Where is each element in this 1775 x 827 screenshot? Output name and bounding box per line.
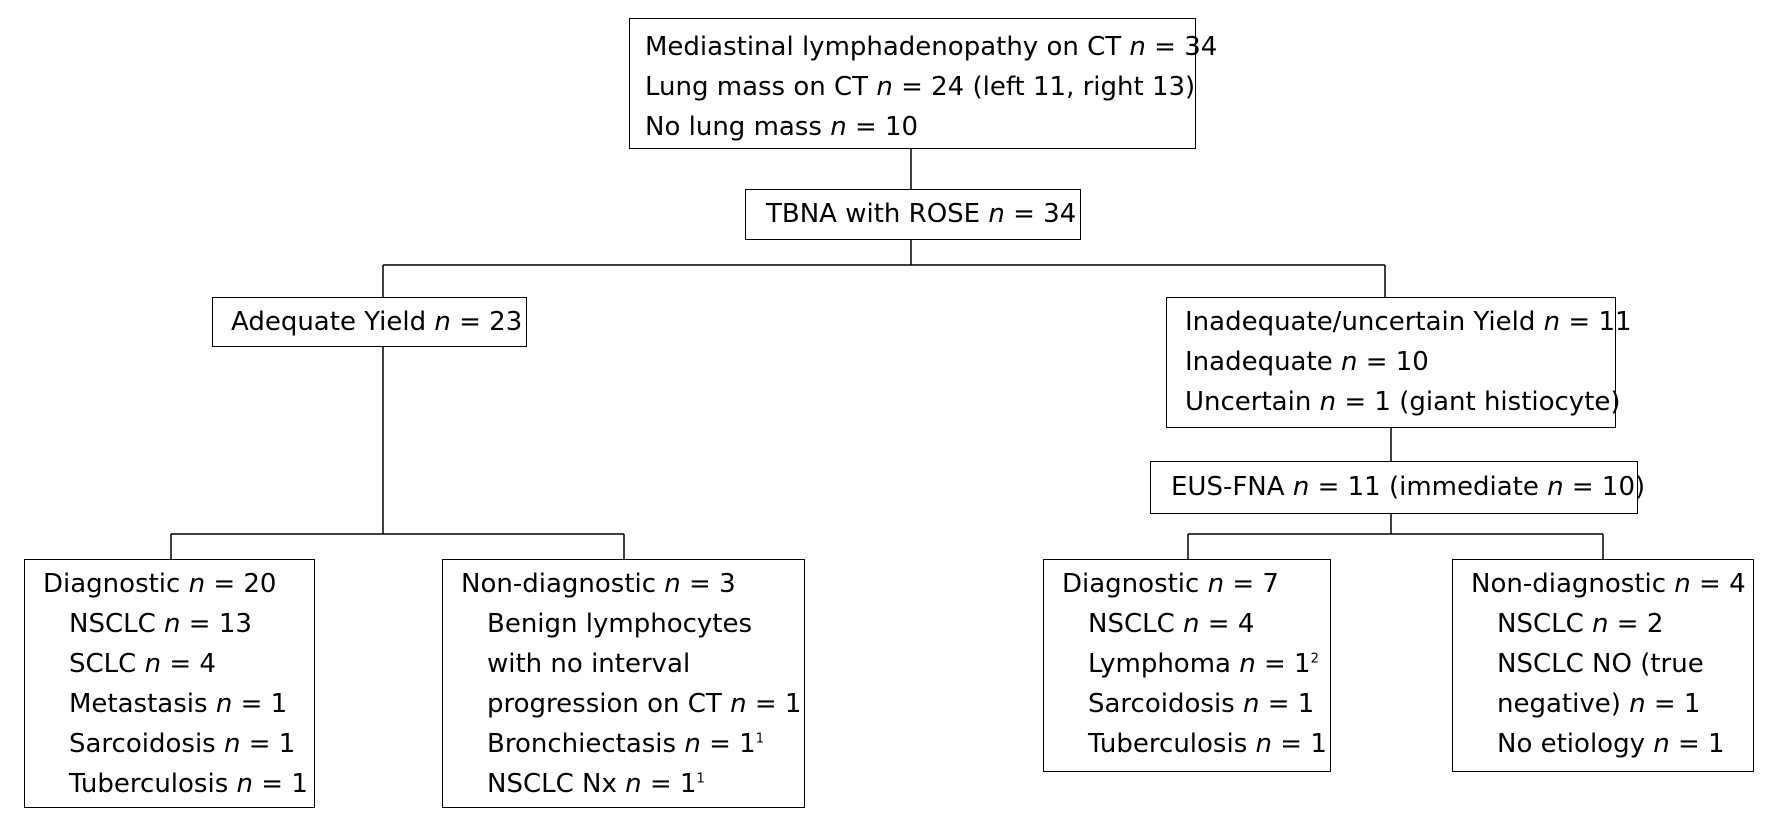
non-diagnostic-right-box: Non-diagnostic n = 4 NSCLC n = 2 NSCLC N… [1452, 559, 1754, 772]
uncertain-line: Uncertain n = 1 (giant histiocyte) [1185, 387, 1621, 417]
ct-lymphadenopathy-line: Mediastinal lymphadenopathy on CT n = 34 [645, 32, 1218, 62]
non-diagnostic-left-title: Non-diagnostic n = 3 [461, 569, 736, 599]
diagnostic-right-box: Diagnostic n = 7 NSCLC n = 4 Lymphoma n … [1043, 559, 1331, 772]
list-item: NSCLC n = 4 [1088, 609, 1255, 639]
tbna-rose-box: TBNA with ROSE n = 34 [745, 189, 1081, 240]
list-item: Bronchiectasis n = 11 [487, 729, 764, 759]
adequate-yield-box: Adequate Yield n = 23 [212, 297, 527, 347]
list-item: Benign lymphocytes [487, 609, 753, 639]
list-item: SCLC n = 4 [69, 649, 216, 679]
diagnostic-left-title: Diagnostic n = 20 [43, 569, 277, 599]
footnote-marker: 1 [696, 771, 705, 787]
list-item: Sarcoidosis n = 1 [69, 729, 296, 759]
list-item: negative) n = 1 [1497, 689, 1701, 719]
eus-fna-box: EUS-FNA n = 11 (immediate n = 10) [1150, 461, 1645, 514]
non-diagnostic-left-box: Non-diagnostic n = 3 Benign lymphocytes … [442, 559, 805, 808]
list-item: Tuberculosis n = 1 [69, 769, 308, 799]
list-item: NSCLC Nx n = 11 [487, 769, 705, 799]
list-item: NSCLC n = 2 [1497, 609, 1664, 639]
ct-lung-mass-line: Lung mass on CT n = 24 (left 11, right 1… [645, 72, 1196, 102]
list-item: Sarcoidosis n = 1 [1088, 689, 1315, 719]
ct-no-lung-mass-line: No lung mass n = 10 [645, 112, 919, 142]
list-item: progression on CT n = 1 [487, 689, 802, 719]
non-diagnostic-right-title: Non-diagnostic n = 4 [1471, 569, 1746, 599]
list-item: NSCLC NO (true [1497, 649, 1704, 679]
list-item: Lymphoma n = 12 [1088, 649, 1319, 679]
diagnostic-right-title: Diagnostic n = 7 [1062, 569, 1279, 599]
footnote-marker: 1 [755, 731, 764, 747]
inadequate-uncertain-line: Inadequate/uncertain Yield n = 11 [1185, 307, 1632, 337]
list-item: Tuberculosis n = 1 [1088, 729, 1327, 759]
diagnostic-left-box: Diagnostic n = 20 NSCLC n = 13 SCLC n = … [24, 559, 315, 808]
list-item: with no interval [487, 649, 691, 679]
list-item: Metastasis n = 1 [69, 689, 288, 719]
inadequate-line: Inadequate n = 10 [1185, 347, 1429, 377]
inadequate-yield-box: Inadequate/uncertain Yield n = 11 Inadeq… [1166, 297, 1632, 428]
list-item: NSCLC n = 13 [69, 609, 252, 639]
ct-findings-box: Mediastinal lymphadenopathy on CT n = 34… [629, 18, 1218, 149]
list-item: No etiology n = 1 [1497, 729, 1725, 759]
footnote-marker: 2 [1310, 651, 1319, 667]
